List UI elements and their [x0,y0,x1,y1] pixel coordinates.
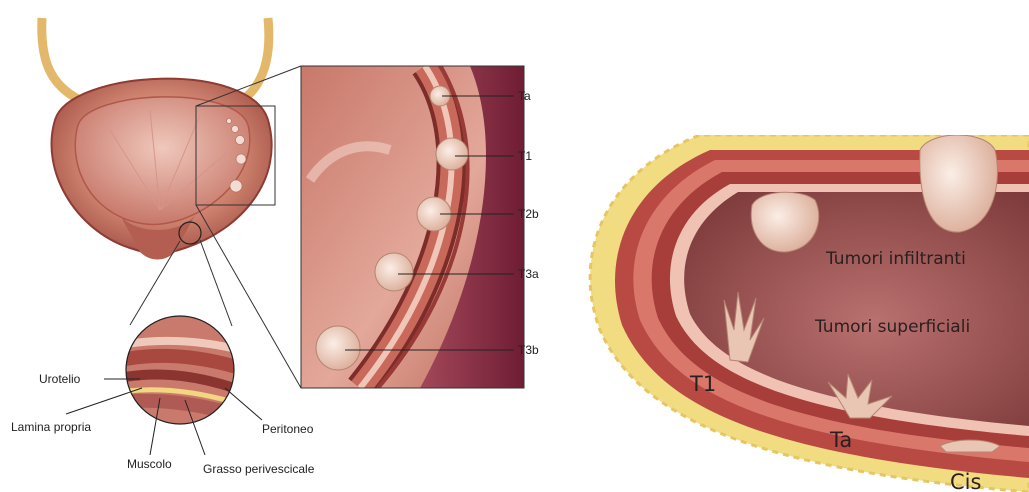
stage-label-t3b: T3b [518,343,539,357]
label-tumori-superficiali: Tumori superficiali [814,317,970,337]
wall-zoom-panel: Ta T1 T2b T3a T3b [301,66,539,388]
layer-label-peritoneo: Peritoneo [262,422,314,436]
wall-layers-detail: Urotelio Lamina propria Muscolo Grasso p… [11,310,315,476]
label-cis: Cis [950,470,981,492]
stage-label-t3a: T3a [518,267,539,281]
layer-label-muscolo: Muscolo [127,457,172,471]
label-t1: T1 [689,372,716,396]
layer-label-urotelio: Urotelio [39,372,81,386]
layer-label-lamina-propria: Lamina propria [11,420,91,434]
tumor-types-illustration: Tumori infiltranti Tumori superficiali T… [590,135,1029,492]
label-tumori-infiltranti: Tumori infiltranti [825,249,966,269]
stage-label-ta: Ta [518,89,531,103]
label-ta: Ta [829,428,852,452]
stage-label-t2b: T2b [518,207,539,221]
layer-label-grasso: Grasso perivescicale [203,462,315,476]
stage-label-t1: T1 [518,149,532,163]
